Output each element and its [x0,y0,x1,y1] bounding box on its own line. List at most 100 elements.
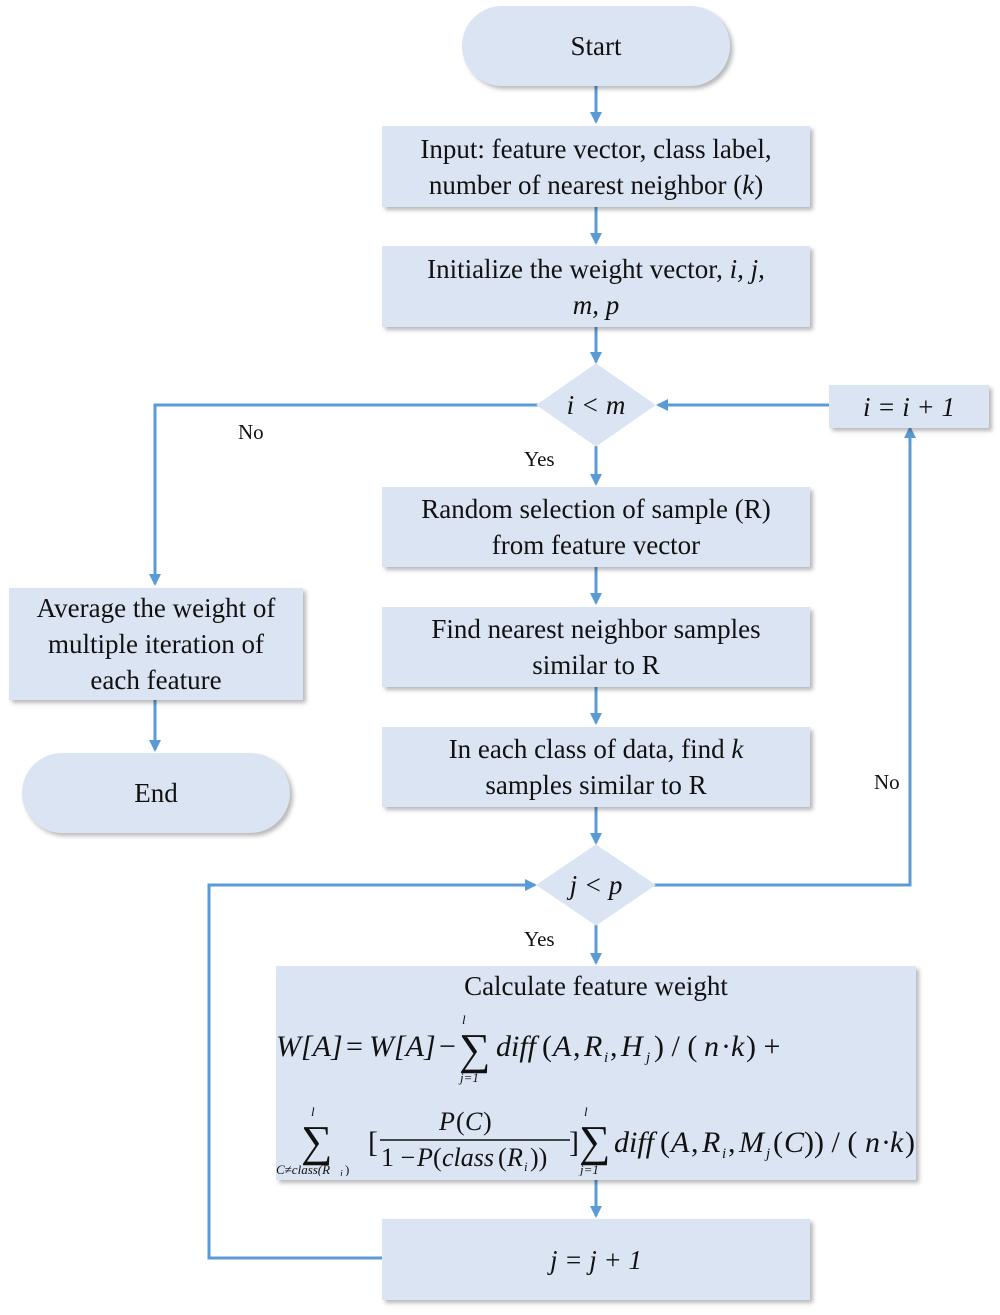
svg-text:j: j [764,1146,770,1162]
each-var-k: k [731,734,744,764]
svg-text:) +: ) + [746,1030,780,1063]
svg-text:)): )) [530,1143,547,1172]
each-class-box: In each class of data, find k samples si… [382,727,810,807]
svg-text:=: = [346,1030,363,1063]
each-line-2: samples similar to R [485,770,707,800]
svg-text:·: · [721,1030,731,1063]
svg-text:W[A]: W[A] [276,1030,343,1063]
end-terminal: End [22,753,290,833]
calculate-title: Calculate feature weight [464,971,728,1001]
initialize-box: Initialize the weight vector, i, j, m, p [382,246,810,327]
svg-text:(: ( [433,1143,442,1172]
initialize-text: Initialize the weight vector, [427,253,730,284]
svg-text:(: ( [660,1126,670,1159]
initialize-vars-ij: i, j, [729,253,765,284]
arrow-cond-j-no-to-inc-i [654,426,916,887]
svg-text:∑: ∑ [301,1117,332,1166]
svg-text:n: n [865,1126,880,1159]
svg-text:)) / (: )) / ( [804,1126,857,1159]
increment-i-label: i = i + 1 [863,391,955,422]
svg-text:): ) [905,1126,915,1159]
input-line-2: number of nearest neighbor (k) [429,167,763,203]
label-yes-j: Yes [524,927,555,951]
initialize-line-2: m, p [572,289,620,320]
svg-text:M: M [738,1126,766,1159]
random-selection-box: Random selection of sample (R) from feat… [382,487,810,567]
increment-j-label: j = j + 1 [550,1244,642,1275]
svg-text:i: i [722,1146,726,1162]
end-label: End [134,777,178,808]
calculate-formula: W[A] = W[A] − l ∑ j=1 diff ( A , R i , H… [276,1012,915,1176]
svg-text:C: C [784,1126,805,1159]
svg-text:j: j [644,1050,650,1066]
svg-text:R: R [506,1143,523,1172]
decision-j-label: j < p [569,869,623,900]
svg-text:(: ( [456,1107,465,1136]
arrow-cond-i-no-to-average [149,403,538,586]
svg-text:A: A [669,1126,690,1159]
find-neighbor-box: Find nearest neighbor samples similar to… [382,607,810,687]
input-line-1: Input: feature vector, class label, [420,133,772,164]
svg-text:P: P [438,1107,455,1136]
svg-text:,: , [573,1030,581,1063]
random-line-2: from feature vector [491,530,701,560]
svg-text:R: R [701,1126,720,1159]
svg-text:,: , [610,1030,618,1063]
find-line-1: Find nearest neighbor samples [431,614,761,644]
svg-text:j=1: j=1 [458,1070,479,1085]
svg-text:R: R [583,1030,602,1063]
each-line-1-text: In each class of data, find [448,734,732,764]
svg-text:(: ( [773,1126,783,1159]
initialize-line-1: Initialize the weight vector, i, j, [427,251,765,287]
svg-text:1 −: 1 − [381,1143,415,1172]
decision-i-label: i < m [566,389,626,420]
decision-i-diamond [536,363,656,447]
svg-text:]: ] [569,1126,579,1159]
input-line-2-text: number of nearest neighbor ( [428,169,743,200]
average-line-3: each feature [90,665,222,695]
start-label: Start [570,30,622,61]
svg-text:,: , [728,1126,736,1159]
start-terminal: Start [462,6,730,86]
svg-text:·: · [881,1126,891,1159]
svg-text:P: P [416,1143,433,1172]
svg-text:k: k [890,1126,904,1159]
svg-text:C: C [465,1107,483,1136]
svg-text:l: l [311,1104,315,1119]
svg-text:W[A]: W[A] [369,1030,436,1063]
svg-text:k: k [731,1030,745,1063]
label-yes-i: Yes [524,447,555,471]
svg-text:diff: diff [496,1030,540,1063]
average-line-2: multiple iteration of [48,629,264,659]
each-line-1: In each class of data, find k [449,731,744,767]
svg-text:): ) [345,1162,349,1176]
increment-j-box: j = j + 1 [382,1219,810,1300]
svg-text:i: i [524,1159,528,1174]
svg-text:i: i [340,1169,343,1176]
arrow-inc-j-loop-to-cond-j [207,879,537,1260]
input-line-2-close: ) [754,169,764,200]
svg-text:class: class [442,1143,494,1172]
calculate-weight-box: Calculate feature weight W[A] = W[A] − l… [276,966,916,1180]
svg-text:A: A [551,1030,572,1063]
svg-text:j=1: j=1 [578,1162,599,1176]
decision-j-diamond [536,844,656,926]
svg-text:l: l [462,1012,466,1027]
svg-text:i: i [604,1050,608,1066]
input-box: Input: feature vector, class label, numb… [382,126,810,207]
svg-text:) / (: ) / ( [654,1030,697,1063]
label-no-i: No [238,420,264,444]
svg-text:): ) [483,1107,492,1136]
input-var-k: k [742,169,755,200]
increment-i-box: i = i + 1 [829,385,989,428]
svg-text:,: , [691,1126,699,1159]
svg-text:(: ( [498,1143,507,1172]
random-line-1: Random selection of sample (R) [421,494,771,524]
svg-text:l: l [584,1104,588,1119]
svg-text:(: ( [542,1030,552,1063]
svg-text:[: [ [368,1126,378,1159]
svg-text:∑: ∑ [459,1025,490,1074]
svg-text:n: n [704,1030,719,1063]
svg-text:H: H [620,1030,645,1063]
